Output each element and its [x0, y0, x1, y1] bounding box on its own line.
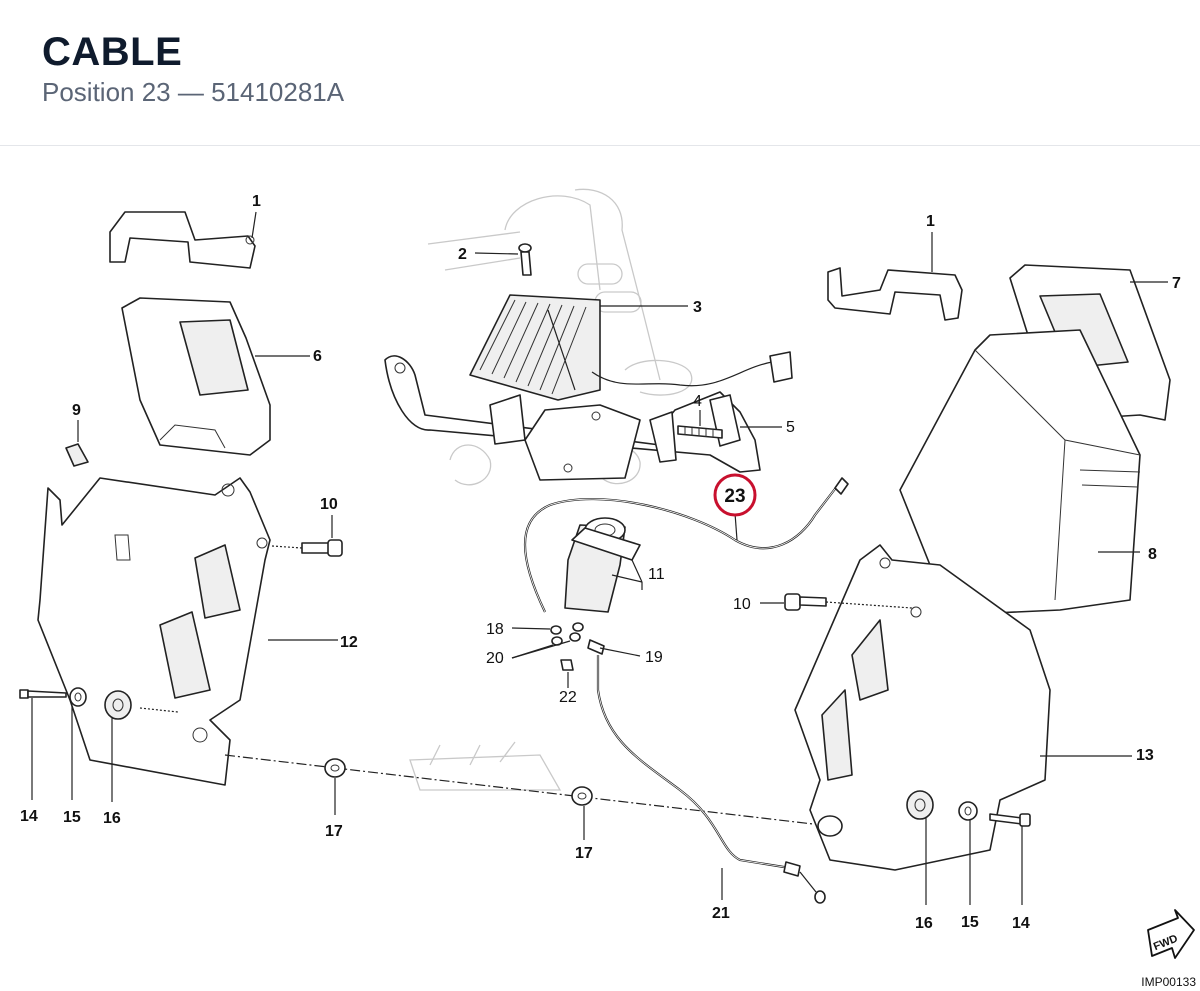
- callout-6: 6: [313, 348, 322, 365]
- part-cover-6: [121, 297, 310, 456]
- callout-12: 12: [340, 634, 358, 651]
- callout-17-left: 17: [325, 823, 343, 840]
- callout-4: 4: [693, 393, 702, 410]
- exploded-parts-diagram: 1 6 9 12 10 14: [19, 188, 1196, 989]
- part-bolt-14-right: [989, 813, 1031, 905]
- part-grommet-16-right: [906, 790, 934, 905]
- part-bracket-1-left: [109, 211, 257, 269]
- part-screw-4: [677, 410, 723, 439]
- part-grommet-16-left: [104, 690, 179, 802]
- callout-15-left: 15: [63, 809, 81, 826]
- callout-2: 2: [458, 246, 467, 263]
- callout-14-left: 14: [20, 808, 38, 825]
- image-code: IMP00133: [1141, 975, 1196, 989]
- part-plate-13: [794, 544, 1132, 871]
- callout-10-left: 10: [320, 496, 338, 513]
- page-title: CABLE: [42, 30, 183, 74]
- callout-18: 18: [486, 621, 504, 638]
- part-washer-20: [511, 632, 581, 659]
- callout-5: 5: [786, 419, 795, 436]
- part-cable-23: [523, 473, 849, 613]
- callout-21: 21: [712, 905, 730, 922]
- callout-16-right: 16: [915, 915, 933, 932]
- part-pad-9: [65, 420, 89, 467]
- part-screw-2: [474, 243, 532, 276]
- part-washer-15-left: [69, 687, 87, 800]
- part-plate-12: [37, 477, 338, 786]
- callout-22: 22: [559, 689, 577, 706]
- part-bracket-5: [384, 355, 782, 481]
- part-washer-17-right: [571, 786, 593, 840]
- frame-ghost: [409, 188, 693, 791]
- callout-14-right: 14: [1012, 915, 1030, 932]
- callout-23-highlight: 23: [724, 486, 745, 507]
- part-bolt-14-left: [19, 689, 67, 800]
- highlight-marker-23: [713, 473, 757, 517]
- part-regulator-3: [469, 294, 688, 401]
- part-terminal-19: [572, 622, 641, 657]
- callout-1-right: 1: [926, 213, 935, 230]
- part-nut-22: [560, 659, 574, 688]
- page-header: CABLE Position 23 — 51410281A: [0, 0, 1200, 146]
- fwd-arrow-icon: [1147, 909, 1195, 959]
- callout-20: 20: [486, 650, 504, 667]
- callout-13: 13: [1136, 747, 1154, 764]
- page-subtitle: Position 23 — 51410281A: [42, 77, 345, 107]
- callout-1-left: 1: [252, 193, 261, 210]
- callout-7: 7: [1172, 275, 1181, 292]
- callout-16-left: 16: [103, 810, 121, 827]
- callout-11: 11: [648, 566, 665, 583]
- part-bracket-1-right: [827, 232, 963, 321]
- callout-19: 19: [645, 649, 663, 666]
- callout-3: 3: [693, 299, 702, 316]
- callout-8: 8: [1148, 546, 1157, 563]
- part-cable-21: [596, 655, 826, 904]
- part-screw-10-right: [760, 593, 913, 611]
- part-washer-15-right: [958, 801, 978, 905]
- part-nut-18: [511, 625, 562, 635]
- part-relay-11: [564, 517, 643, 613]
- part-washer-17-left: [324, 758, 346, 815]
- callout-17-right: 17: [575, 845, 593, 862]
- callout-15-right: 15: [961, 914, 979, 931]
- callout-9: 9: [72, 402, 81, 419]
- callout-10-right: 10: [733, 596, 751, 613]
- part-screw-10-left: [271, 515, 343, 557]
